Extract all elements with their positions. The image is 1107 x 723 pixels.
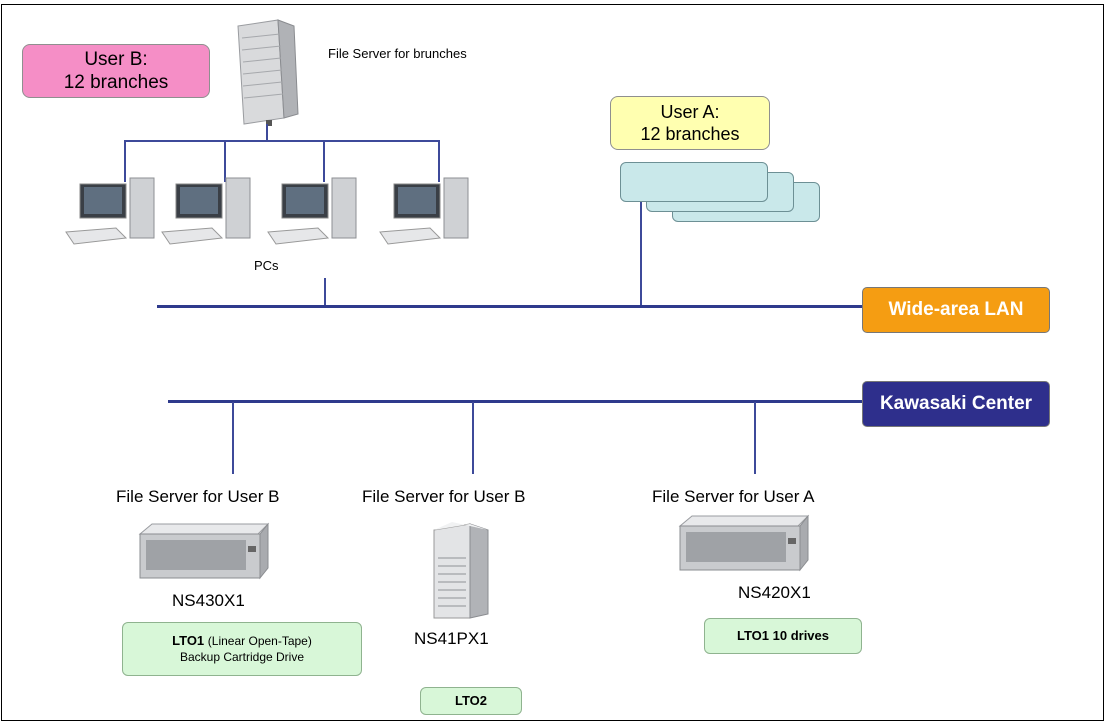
- server-drop-line: [266, 124, 268, 142]
- pc-drop-line: [438, 140, 440, 182]
- server-model: NS420X1: [738, 583, 811, 602]
- user-a-drop-line: [640, 202, 642, 306]
- server-title: File Server for User A: [652, 487, 815, 506]
- pc-icon: [267, 177, 357, 245]
- server-title: File Server for User B: [362, 487, 526, 506]
- user-b-title: User B:: [84, 49, 148, 70]
- center-banner: Kawasaki Center: [862, 381, 1050, 427]
- center-drop-line: [472, 402, 474, 474]
- lto-name: LTO1 10 drives: [736, 628, 829, 643]
- lto-drive-box: LTO1 (Linear Open-Tape) Backup Cartridge…: [122, 622, 362, 676]
- lto-line-2: Backup Cartridge Drive: [179, 650, 305, 664]
- branch-file-server-icon: [237, 19, 299, 126]
- lto-name: LTO2: [454, 693, 488, 708]
- center-drop-line: [232, 402, 234, 474]
- frame-notch: [0, 0, 32, 4]
- server-model: NS430X1: [172, 591, 245, 610]
- center-drop-line: [754, 402, 756, 474]
- lto-name: LTO1: [172, 633, 205, 648]
- user-a-title: User A:: [660, 102, 720, 122]
- lto-note: (Linear Open-Tape): [207, 634, 312, 648]
- lto-drive-box: LTO1 10 drives: [704, 618, 862, 654]
- lto-line-1: LTO1 (Linear Open-Tape): [172, 633, 312, 649]
- pc-drop-line: [224, 140, 226, 182]
- rack-server-icon: [138, 522, 270, 580]
- server-title: File Server for User B: [116, 487, 280, 506]
- user-a-client-card: [620, 162, 768, 202]
- pc-drop-line: [124, 140, 126, 182]
- tower-server-icon: [433, 522, 489, 619]
- center-bus-line: [168, 400, 868, 403]
- pcs-label: PCs: [254, 258, 279, 273]
- wan-bus-line: [157, 305, 867, 308]
- user-b-branch-count: 12 branches: [63, 72, 169, 93]
- pc-icon: [379, 177, 469, 245]
- pc-tree-line: [124, 140, 440, 142]
- pc-icon: [65, 177, 155, 245]
- lto-drive-box: LTO2: [420, 687, 522, 715]
- user-b-branches-box: User B: 12 branches: [22, 44, 210, 98]
- wan-banner: Wide-area LAN: [862, 287, 1050, 333]
- branch-file-server-label: File Server for brunches: [328, 46, 467, 61]
- user-a-branch-count: 12 branches: [640, 124, 740, 144]
- pc-drop-line: [323, 140, 325, 182]
- user-a-branches-box: User A: 12 branches: [610, 96, 770, 150]
- pcs-drop-line: [324, 278, 326, 306]
- rack-server-icon: [678, 514, 810, 572]
- pc-icon: [161, 177, 251, 245]
- server-model: NS41PX1: [414, 629, 489, 648]
- diagram-frame: [1, 4, 1104, 721]
